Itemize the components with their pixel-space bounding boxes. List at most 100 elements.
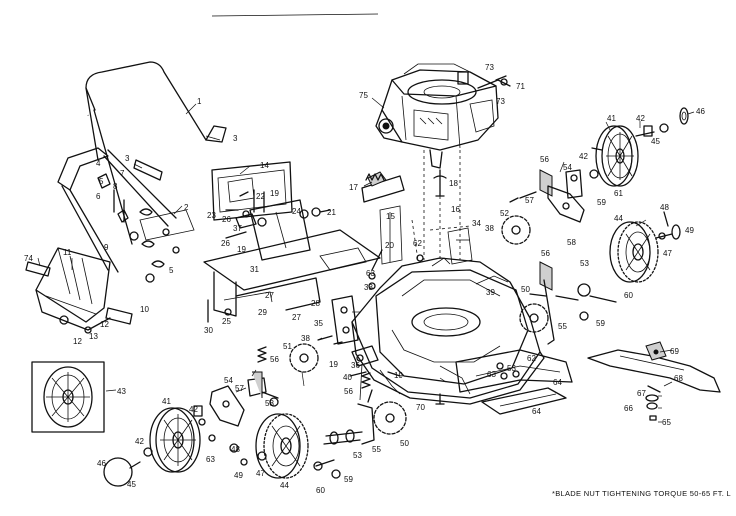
callout-70: 70 bbox=[416, 403, 425, 412]
callout-42d: 42 bbox=[135, 437, 144, 446]
callout-10: 10 bbox=[140, 305, 149, 314]
callout-34: 34 bbox=[472, 219, 481, 228]
rear-door bbox=[211, 161, 293, 221]
callout-59b: 59 bbox=[596, 319, 605, 328]
callout-5a: 5 bbox=[99, 177, 104, 186]
blade-hardware bbox=[645, 385, 661, 421]
callout-47b: 47 bbox=[256, 469, 265, 478]
spring-17 bbox=[365, 173, 385, 181]
deck-hardware bbox=[387, 362, 520, 405]
spring-56-b bbox=[361, 372, 371, 389]
wheel-44-left bbox=[255, 413, 309, 479]
callout-60b: 60 bbox=[316, 486, 325, 495]
callout-12a: 12 bbox=[100, 320, 109, 329]
callout-46b: 46 bbox=[97, 459, 106, 468]
callout-16: 16 bbox=[451, 205, 460, 214]
callout-53a: 53 bbox=[580, 259, 589, 268]
engine bbox=[375, 63, 511, 169]
callout-3: 3 bbox=[233, 134, 238, 143]
callout-22: 22 bbox=[256, 192, 265, 201]
callout-74: 74 bbox=[24, 254, 33, 263]
callout-56d: 56 bbox=[270, 355, 279, 364]
callout-12b: 12 bbox=[73, 337, 82, 346]
callout-55b: 55 bbox=[372, 445, 381, 454]
callout-28: 28 bbox=[311, 299, 320, 308]
callout-63b: 63 bbox=[487, 370, 496, 379]
callout-69: 69 bbox=[670, 347, 679, 356]
callout-41b: 41 bbox=[162, 397, 171, 406]
callout-42c: 42 bbox=[189, 405, 198, 414]
callout-49b: 49 bbox=[234, 471, 243, 480]
callout-58b: 58 bbox=[265, 399, 274, 408]
callout-26a: 26 bbox=[222, 215, 231, 224]
callout-46a: 46 bbox=[696, 107, 705, 116]
misc-bolts bbox=[225, 191, 364, 362]
callout-44a: 44 bbox=[614, 214, 623, 223]
drive-gear-3 bbox=[289, 343, 319, 373]
callout-64b: 64 bbox=[532, 407, 541, 416]
callout-6: 6 bbox=[96, 192, 101, 201]
wheel-hardware-right-upper bbox=[589, 107, 689, 179]
callout-36: 36 bbox=[351, 361, 360, 370]
callout-2: 2 bbox=[184, 203, 189, 212]
callout-7: 7 bbox=[120, 169, 125, 178]
callout-41a: 41 bbox=[607, 114, 616, 123]
wheel-41-left bbox=[149, 407, 201, 473]
callout-18: 18 bbox=[449, 179, 458, 188]
cutting-blade bbox=[587, 341, 721, 393]
callout-17: 17 bbox=[349, 183, 358, 192]
callout-38b: 38 bbox=[301, 334, 310, 343]
callout-42b: 42 bbox=[636, 114, 645, 123]
callout-43: 43 bbox=[117, 387, 126, 396]
callout-62b: 62 bbox=[527, 354, 536, 363]
callout-59a: 59 bbox=[597, 198, 606, 207]
rear-axle-bracket bbox=[203, 229, 381, 323]
blade-torque-note: *BLADE NUT TIGHTENING TORQUE 50-65 FT. L bbox=[552, 489, 731, 498]
callout-52: 52 bbox=[500, 209, 509, 218]
callout-60a: 60 bbox=[624, 291, 633, 300]
callout-29: 29 bbox=[258, 308, 267, 317]
callout-44b: 44 bbox=[280, 481, 289, 490]
callout-63c: 63 bbox=[206, 455, 215, 464]
callout-27b: 27 bbox=[292, 313, 301, 322]
callout-55a: 55 bbox=[558, 322, 567, 331]
top-rule bbox=[211, 13, 379, 17]
callout-37a: 37 bbox=[233, 224, 242, 233]
callout-42a: 42 bbox=[579, 152, 588, 161]
callout-21: 21 bbox=[327, 208, 336, 217]
spring-56-a bbox=[257, 346, 267, 363]
callout-45a: 45 bbox=[651, 137, 660, 146]
callout-40: 40 bbox=[343, 373, 352, 382]
right-wheel-bracket-upper bbox=[509, 169, 585, 223]
wheel-hardware-right-lower bbox=[655, 211, 681, 240]
callout-53c: 53 bbox=[353, 451, 362, 460]
callout-50a: 50 bbox=[521, 285, 530, 294]
callout-68: 68 bbox=[674, 374, 683, 383]
callout-15: 15 bbox=[386, 212, 395, 221]
callout-58a: 58 bbox=[567, 238, 576, 247]
handle-hardware bbox=[113, 189, 180, 283]
callout-24: 24 bbox=[292, 207, 301, 216]
callout-38a: 38 bbox=[485, 224, 494, 233]
mower-deck bbox=[351, 257, 545, 405]
callout-56b: 56 bbox=[540, 155, 549, 164]
callout-48b: 48 bbox=[231, 445, 240, 454]
upper-handle bbox=[74, 50, 227, 245]
callout-75: 75 bbox=[359, 91, 368, 100]
callout-11: 11 bbox=[63, 248, 72, 257]
callout-56a: 56 bbox=[344, 387, 353, 396]
callout-56c: 56 bbox=[541, 249, 550, 258]
wheel-41-right bbox=[595, 125, 639, 187]
callout-23: 23 bbox=[207, 211, 216, 220]
wheel-44-right bbox=[609, 221, 659, 283]
callout-54b: 54 bbox=[224, 376, 233, 385]
grass-catcher-frame bbox=[25, 247, 133, 334]
callout-8: 8 bbox=[113, 182, 118, 191]
callout-48a: 48 bbox=[660, 203, 669, 212]
callout-33: 33 bbox=[364, 283, 373, 292]
lower-handle bbox=[57, 147, 195, 273]
callout-50b: 50 bbox=[400, 439, 409, 448]
deck-baffle bbox=[455, 349, 573, 415]
